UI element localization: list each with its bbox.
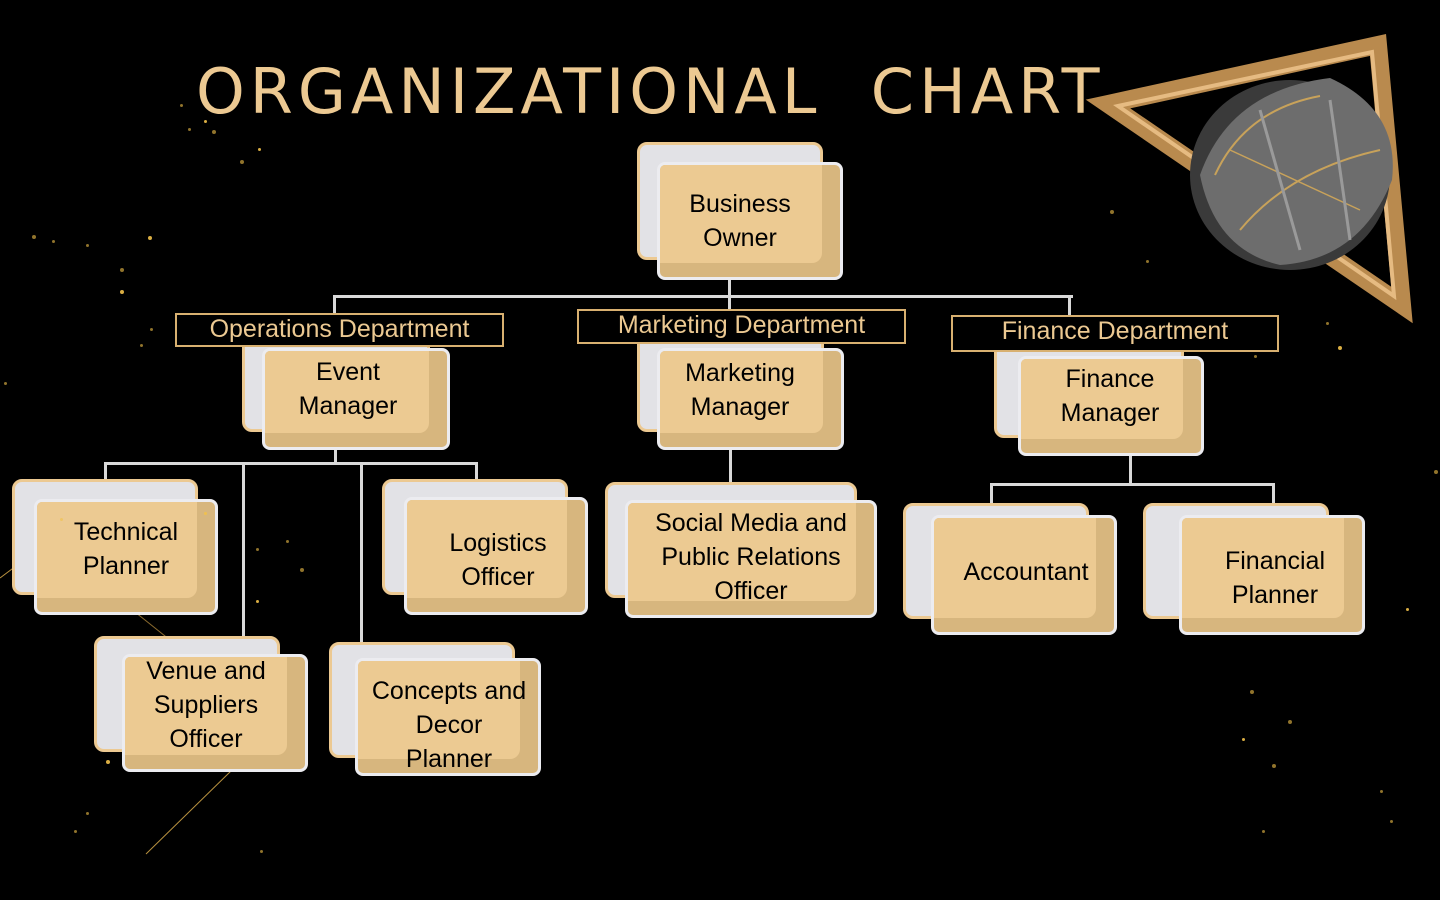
node-venue-suppliers-officer: Venue and Suppliers Officer	[94, 636, 308, 772]
node-financial-planner: Financial Planner	[1143, 503, 1365, 635]
connector-line	[333, 295, 336, 317]
star-dot	[256, 600, 259, 603]
star-dot	[204, 120, 207, 123]
star-dot	[1338, 346, 1342, 350]
node-label: Finance Manager	[1060, 365, 1160, 427]
star-dot	[60, 518, 63, 521]
node-technical-planner: Technical Planner	[12, 479, 218, 615]
star-dot	[74, 830, 77, 833]
node-concepts-decor-planner: Concepts and Decor Planner	[329, 642, 541, 776]
star-dot	[1434, 470, 1438, 474]
star-dot	[260, 850, 263, 853]
star-dot	[120, 290, 124, 294]
star-dot	[1254, 355, 1257, 358]
connector-line	[333, 295, 1073, 298]
star-dot	[212, 130, 216, 134]
star-dot	[1272, 764, 1276, 768]
node-event-manager: Event Manager	[242, 330, 450, 450]
node-label: Technical Planner	[73, 518, 179, 580]
node-label: Financial Planner	[1224, 547, 1326, 609]
node-social-media-pr-officer: Social Media and Public Relations Office…	[605, 482, 877, 618]
star-dot	[180, 104, 183, 107]
star-dot	[256, 548, 259, 551]
star-dot	[86, 244, 89, 247]
star-dot	[1380, 790, 1383, 793]
node-label: Social Media and Public Relations Office…	[655, 509, 847, 605]
star-dot	[1250, 690, 1254, 694]
connector-line	[104, 462, 478, 465]
node-label: Marketing Manager	[685, 359, 795, 421]
connector-line	[728, 272, 731, 298]
gold-streak-line	[145, 769, 233, 855]
star-dot	[106, 760, 110, 764]
connector-line	[728, 295, 731, 313]
star-dot	[240, 160, 244, 164]
node-label: Event Manager	[298, 358, 398, 420]
star-dot	[140, 344, 143, 347]
node-finance-manager: Finance Manager	[994, 338, 1204, 456]
connector-line	[990, 483, 993, 503]
star-dot	[1288, 720, 1292, 724]
node-label: Business Owner	[689, 190, 791, 252]
star-dot	[4, 382, 7, 385]
star-dot	[258, 148, 261, 151]
connector-line	[360, 462, 363, 644]
node-label: Logistics Officer	[449, 529, 547, 591]
star-dot	[120, 268, 124, 272]
node-label: Accountant	[963, 558, 1089, 586]
star-dot	[148, 236, 152, 240]
connector-line	[242, 462, 245, 638]
connector-line	[1272, 483, 1275, 503]
connector-line	[729, 445, 732, 485]
node-marketing-manager: Marketing Manager	[637, 330, 844, 450]
monstera-leaf-icon	[1190, 78, 1393, 270]
star-dot	[1390, 820, 1393, 823]
department-label-operations: Operations Department	[175, 313, 504, 347]
star-dot	[188, 128, 191, 131]
department-label-marketing: Marketing Department	[577, 309, 906, 344]
node-logistics-officer: Logistics Officer	[382, 479, 588, 615]
connector-line	[104, 462, 107, 482]
star-dot	[1110, 210, 1114, 214]
star-dot	[204, 512, 207, 515]
connector-line	[475, 462, 478, 482]
connector-line	[334, 445, 337, 465]
star-dot	[52, 240, 55, 243]
star-dot	[1326, 322, 1329, 325]
page-title: ORGANIZATIONAL CHART	[196, 55, 1105, 128]
star-dot	[300, 568, 304, 572]
node-label: Venue and Suppliers Officer	[146, 657, 266, 753]
connector-line	[990, 483, 1275, 486]
star-dot	[86, 812, 89, 815]
star-dot	[1262, 830, 1265, 833]
node-label: Concepts and Decor Planner	[371, 677, 527, 773]
department-label-finance: Finance Department	[951, 315, 1279, 352]
connector-line	[1068, 295, 1071, 320]
star-dot	[1406, 608, 1409, 611]
node-accountant: Accountant	[903, 503, 1117, 635]
node-business-owner: Business Owner	[637, 142, 843, 280]
star-dot	[286, 540, 289, 543]
star-dot	[32, 235, 36, 239]
star-dot	[1146, 260, 1149, 263]
star-dot	[1242, 738, 1245, 741]
connector-line	[1129, 452, 1132, 486]
star-dot	[150, 328, 153, 331]
